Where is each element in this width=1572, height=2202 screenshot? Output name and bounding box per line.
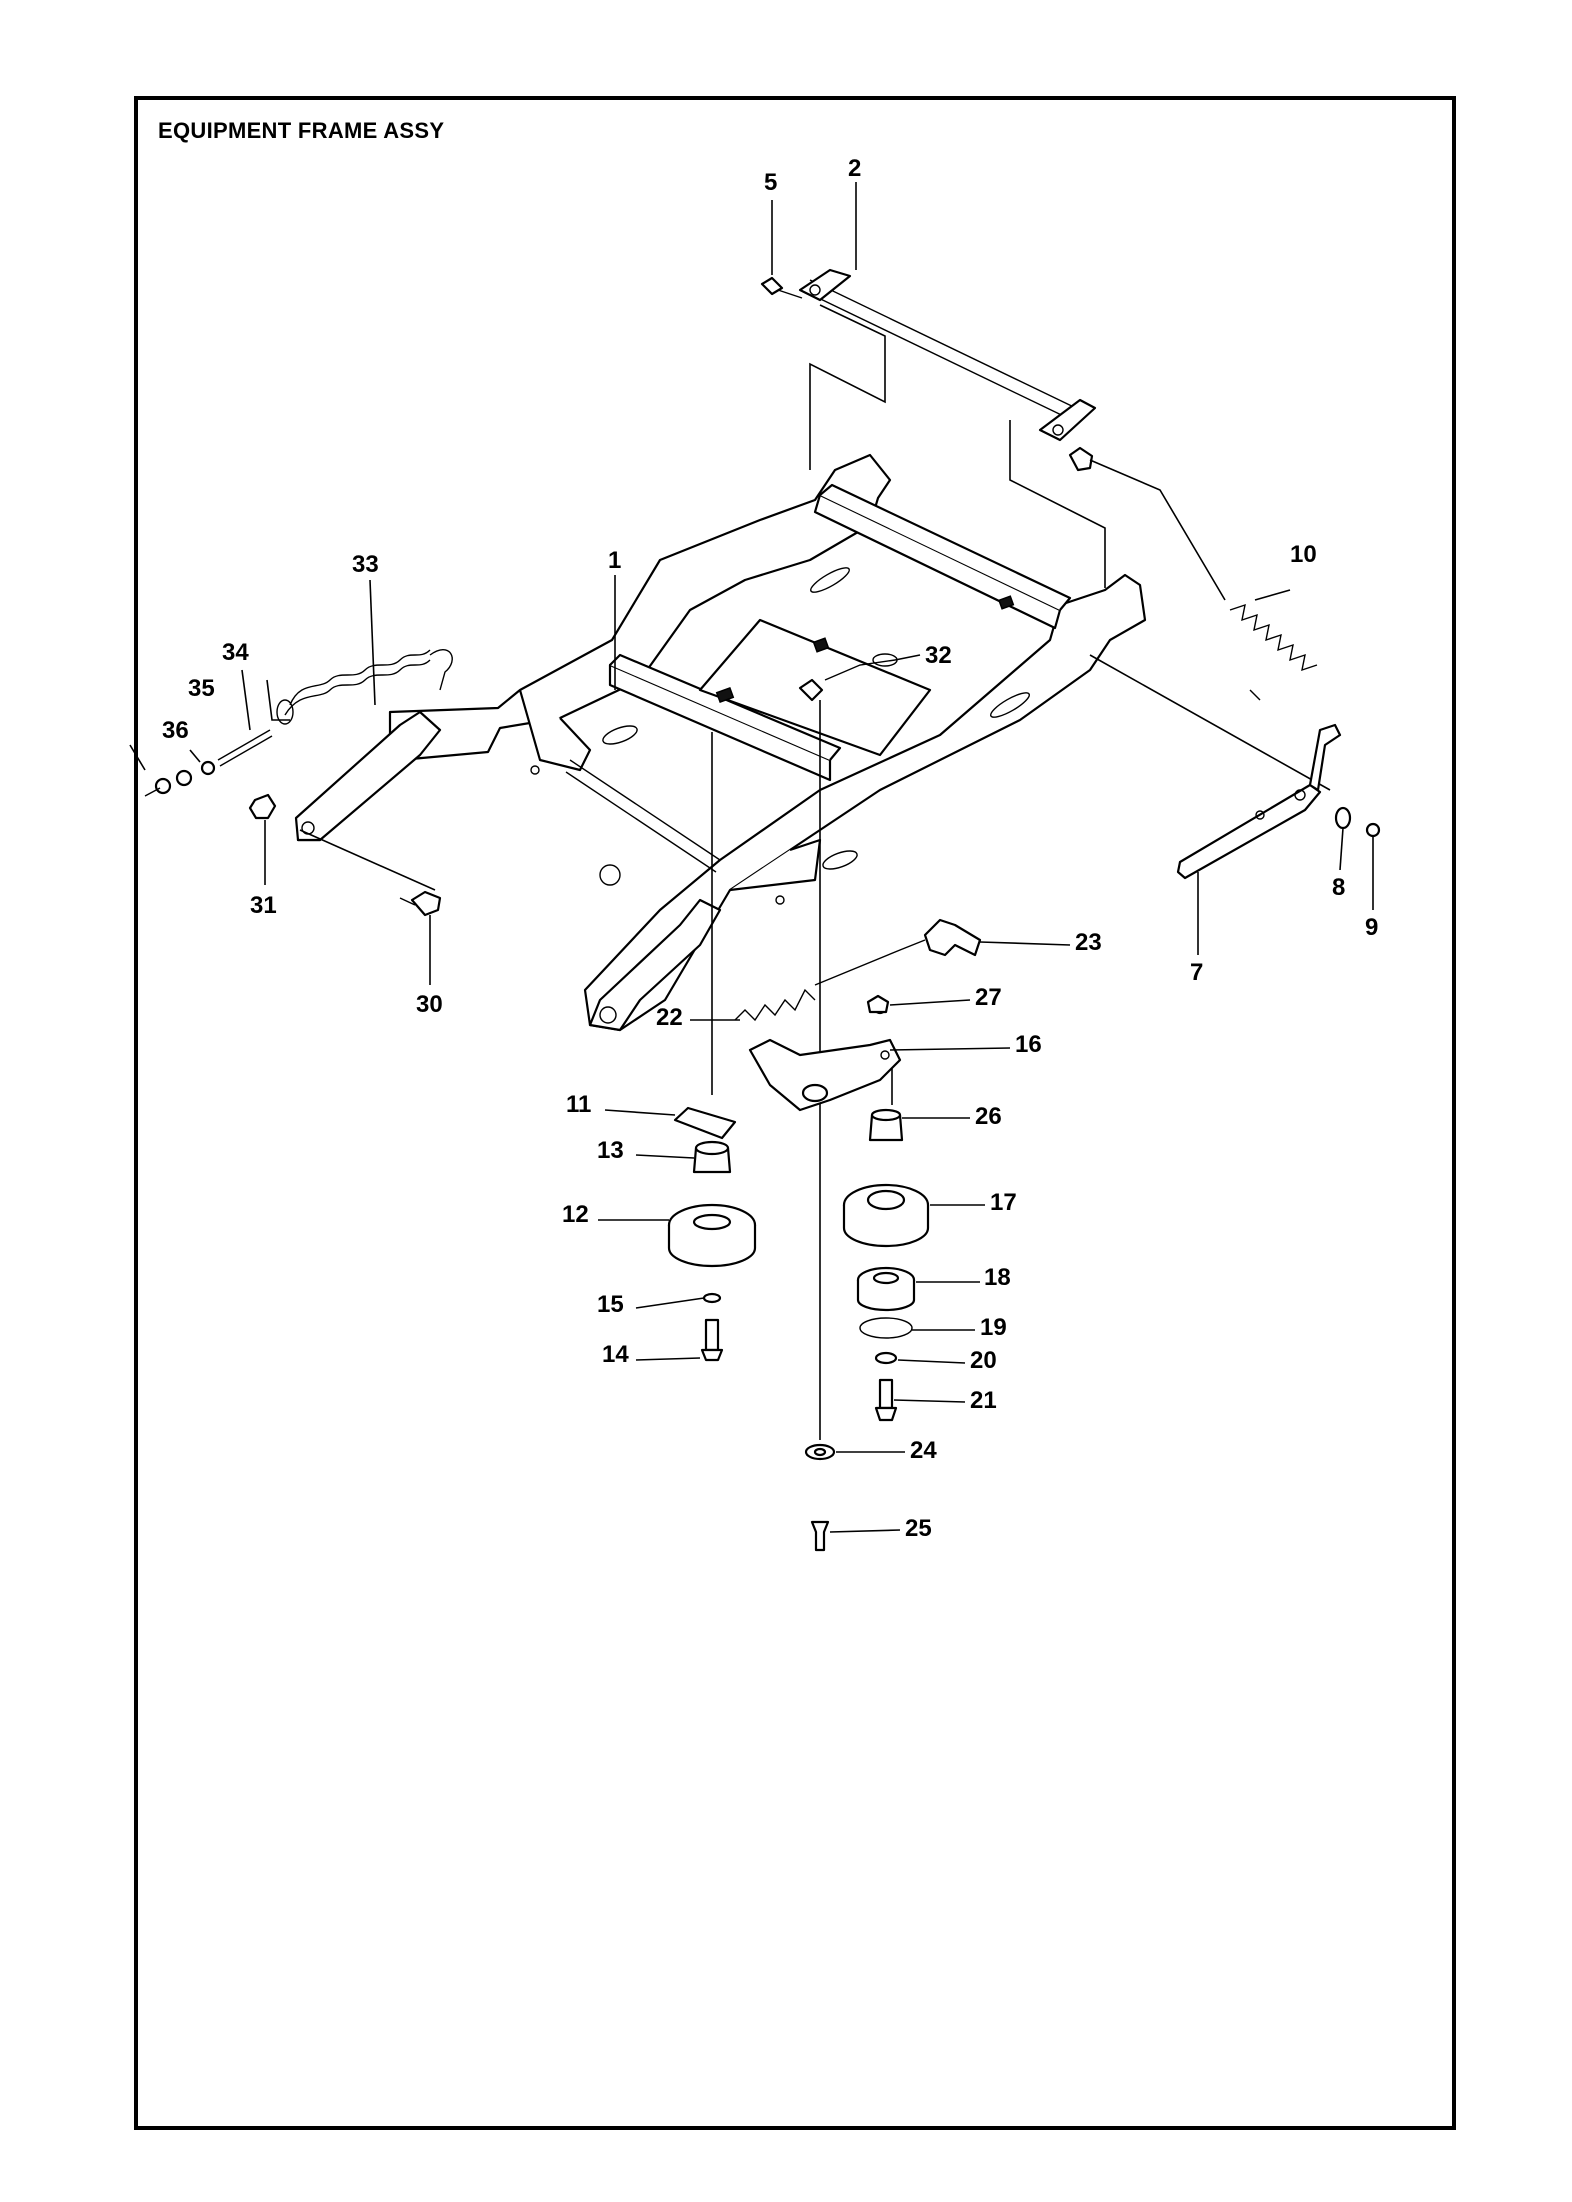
equipment-frame	[294, 453, 1147, 1032]
callout-12: 12	[562, 1201, 589, 1228]
callout-18: 18	[984, 1264, 1011, 1291]
callout-34: 34	[222, 639, 249, 666]
right-lever	[1176, 723, 1381, 880]
callout-17: 17	[990, 1189, 1017, 1216]
diagram-title: EQUIPMENT FRAME ASSY	[158, 118, 445, 143]
right-spring	[1229, 603, 1318, 701]
callout-30: 30	[416, 991, 443, 1018]
callout-33: 33	[352, 551, 379, 578]
callout-10: 10	[1290, 541, 1317, 568]
callout-20: 20	[970, 1347, 997, 1374]
callout-27: 27	[975, 984, 1002, 1011]
callout-31: 31	[250, 892, 277, 919]
callout-5: 5	[764, 169, 777, 196]
callout-1: 1	[608, 547, 621, 574]
left-spring-assembly	[144, 649, 453, 917]
callout-35: 35	[188, 675, 215, 702]
callout-16: 16	[1015, 1031, 1042, 1058]
leader-lines	[129, 182, 1374, 1533]
callout-8: 8	[1332, 874, 1345, 901]
callout-11: 11	[566, 1091, 591, 1118]
callout-19: 19	[980, 1314, 1007, 1341]
callout-22: 22	[656, 1004, 683, 1031]
callout-15: 15	[597, 1291, 624, 1318]
callout-13: 13	[597, 1137, 624, 1164]
callout-26: 26	[975, 1103, 1002, 1130]
diagram-border	[134, 96, 1456, 2130]
callout-36: 36	[162, 717, 189, 744]
callout-7: 7	[1190, 959, 1203, 986]
callout-24: 24	[910, 1437, 937, 1464]
callout-25: 25	[905, 1515, 932, 1542]
callout-9: 9	[1365, 914, 1378, 941]
callout-21: 21	[970, 1387, 997, 1414]
spring-clip	[798, 653, 898, 702]
idler-arm	[734, 918, 982, 1112]
left-pulley-stack	[667, 1106, 757, 1362]
callout-14: 14	[602, 1341, 629, 1368]
lift-bar	[760, 268, 1097, 472]
callout-labels: 1 2 5 7 8 9 10 11 12 13 14 15 16 17 18 1…	[162, 155, 1378, 1542]
right-pulley-stack	[804, 994, 930, 1552]
callout-2: 2	[848, 155, 861, 182]
callout-23: 23	[1075, 929, 1102, 956]
callout-32: 32	[925, 642, 952, 669]
